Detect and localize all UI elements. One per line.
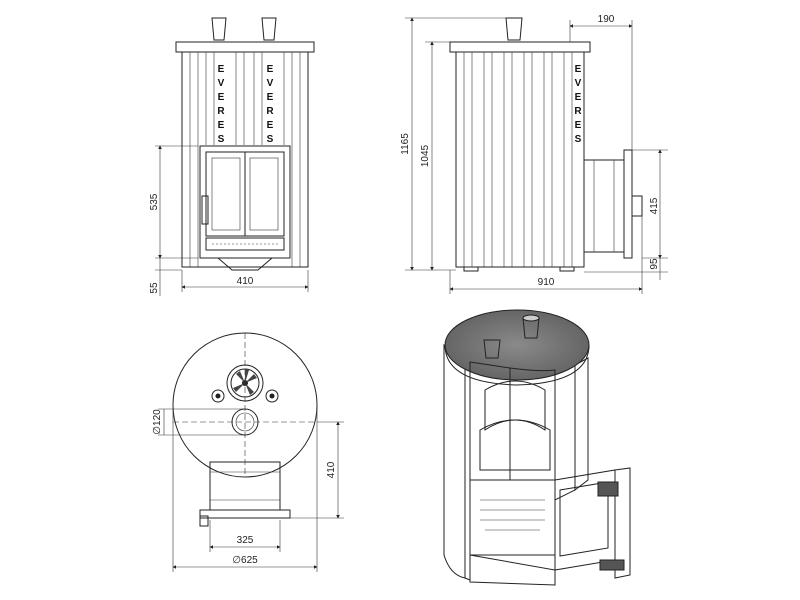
dim-label-tunnel-height: 415 [649,197,660,214]
front-door [199,145,291,259]
side-tunnel [583,149,643,259]
side-dim-overall-depth: 910 [449,216,643,294]
side-dim-top-offset: 190 [569,14,633,150]
side-base [458,266,582,272]
dim-label-door-zone: 535 [149,193,160,210]
front-brand-right: E V E R E S [266,64,274,145]
side-body [455,51,585,268]
dim-label-overall-depth: 910 [538,277,555,288]
front-base [186,257,304,271]
top-dim-tunnel-width: 325 [209,520,281,552]
front-tile-lines [189,52,301,267]
brand-letter: V [218,78,225,89]
top-damper-icon [226,364,264,402]
cutaway-door [614,467,631,579]
front-view: E V E R E S E V E R E S [149,17,315,296]
brand-letter: V [267,78,274,89]
brand-letter: E [218,92,225,103]
brand-letter: R [217,106,225,117]
brand-letter: V [575,78,582,89]
top-knob-left [211,389,225,403]
brand-letter: E [267,64,274,75]
front-chimneys [211,17,277,41]
brand-letter: E [218,120,225,131]
dim-label-body-height: 1045 [420,144,431,167]
side-dim-overall-height: 1165 [400,17,506,271]
dim-label-top-offset: 190 [598,14,615,25]
side-dim-tunnel-base: 95 [584,258,668,280]
front-top-slab [175,41,315,53]
dim-label-tunnel-base: 95 [649,258,660,270]
dim-label-overall-height: 1165 [400,133,411,155]
dim-label-body: ∅625 [232,555,258,566]
front-dim-door-zone: 535 [149,145,198,259]
cutaway-view [443,309,631,586]
brand-letter: E [267,120,274,131]
brand-letter: S [575,134,582,145]
side-view: E V E R E S 1165 [400,14,668,294]
dim-label-tunnel-width: 325 [237,535,254,546]
top-dim-flue: ∅120 [152,408,245,436]
cutaway-body [443,344,466,579]
front-brand-left: E V E R E S [217,64,225,145]
top-knob-right [265,389,279,403]
brand-letter: E [575,92,582,103]
brand-letter: E [267,92,274,103]
dim-label-base: 55 [149,282,160,294]
brand-letter: R [266,106,274,117]
dim-label-tunnel-depth: 410 [326,461,337,478]
dim-label-flue: ∅120 [152,409,163,435]
side-top-slab [449,41,591,53]
front-dim-base: 55 [149,258,182,296]
side-dim-body-height: 1045 [420,41,450,271]
side-brand: E V E R E S [574,64,582,145]
brand-letter: R [574,106,582,117]
brand-letter: S [218,134,225,145]
brand-letter: E [575,120,582,131]
brand-letter: E [218,64,225,75]
brand-letter: E [575,64,582,75]
top-view: ∅120 410 325 ∅625 [152,332,344,572]
front-dim-width: 410 [181,270,309,292]
cutaway-granite-top [444,309,590,381]
top-dim-body: ∅625 [172,405,318,572]
brand-letter: S [267,134,274,145]
side-dim-tunnel-height: 415 [632,149,668,259]
side-chimney [505,17,523,41]
side-tile-lines [463,52,573,267]
dim-label-width: 410 [237,276,254,287]
